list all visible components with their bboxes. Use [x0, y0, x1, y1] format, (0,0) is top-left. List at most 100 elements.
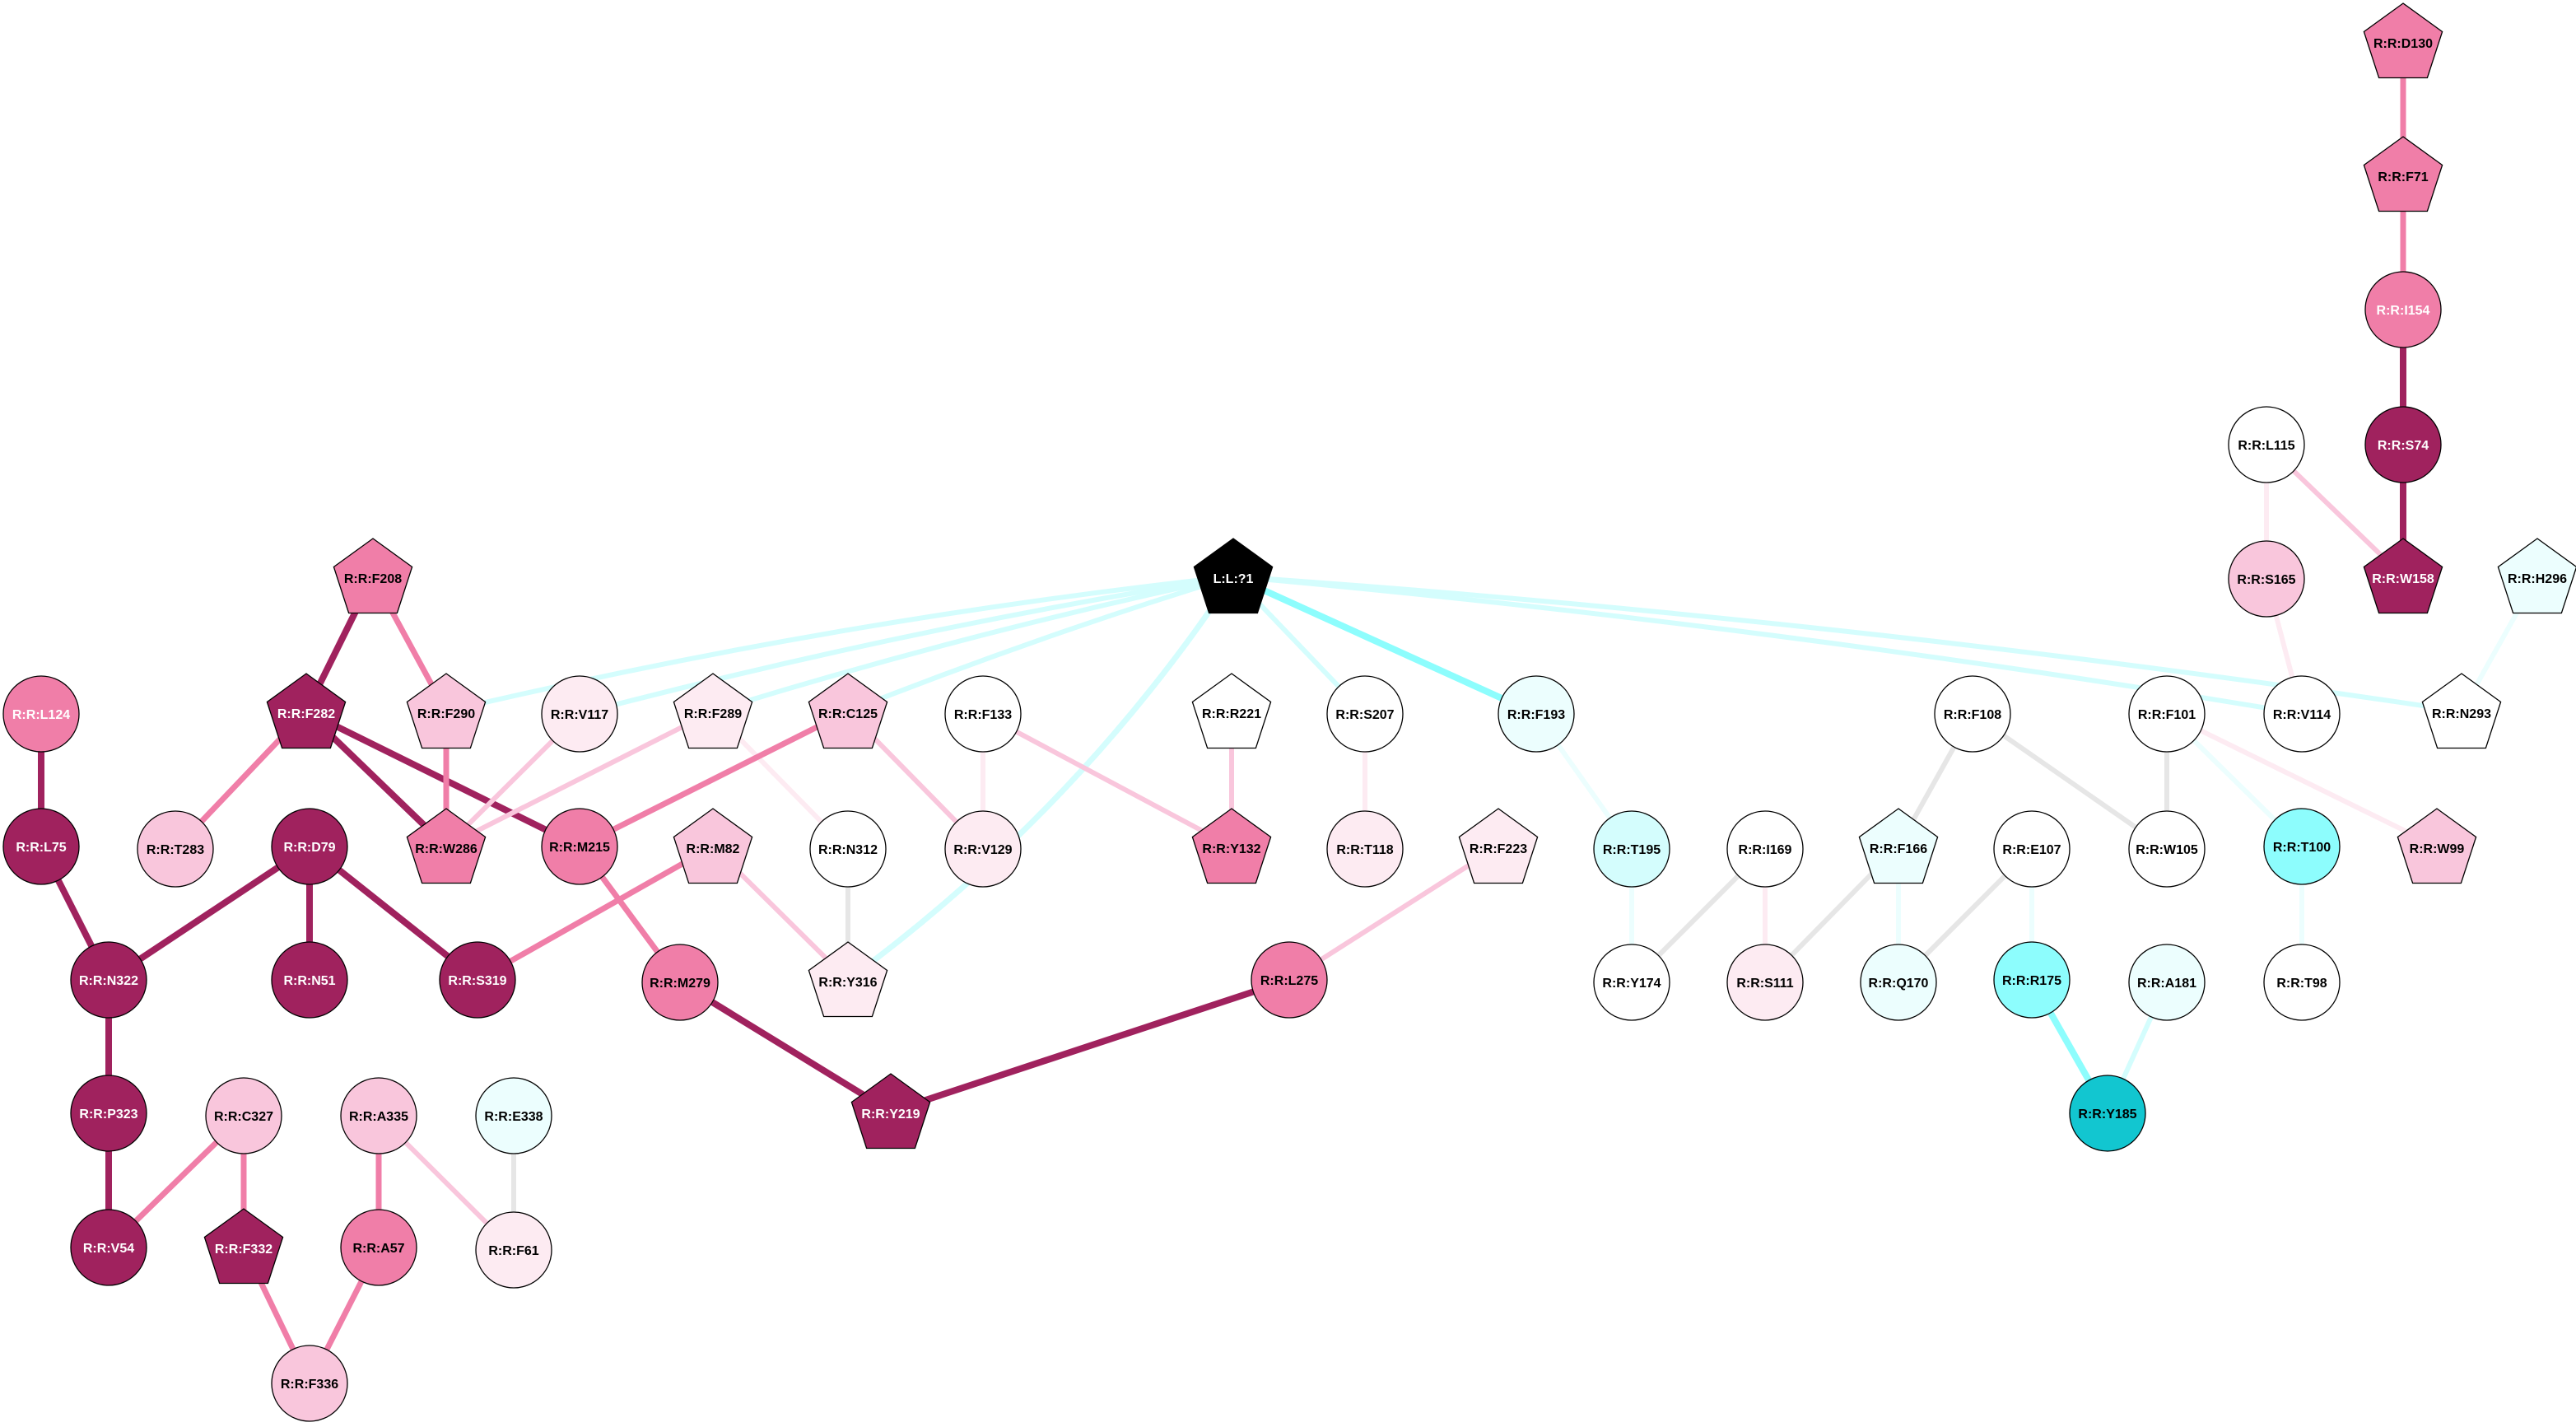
node-pentagon — [673, 673, 753, 749]
node-r-r-f289[interactable]: R:R:F289 — [673, 673, 753, 749]
node-r-r-n312[interactable]: R:R:N312 — [809, 810, 887, 888]
node-r-r-t98[interactable]: R:R:T98 — [2263, 944, 2341, 1021]
node-r-r-t195[interactable]: R:R:T195 — [1593, 810, 1670, 888]
node-r-r-y185[interactable]: R:R:Y185 — [2069, 1075, 2146, 1152]
node-r-r-f193[interactable]: R:R:F193 — [1498, 675, 1575, 753]
node-circle — [809, 810, 887, 888]
node-r-r-w99[interactable]: R:R:W99 — [2397, 808, 2477, 884]
node-r-r-v129[interactable]: R:R:V129 — [944, 810, 1022, 888]
node-label: R:R:L275 — [1260, 974, 1318, 988]
node-r-r-f336[interactable]: R:R:F336 — [271, 1345, 348, 1422]
node-r-r-p323[interactable]: R:R:P323 — [70, 1075, 147, 1152]
node-r-r-y174[interactable]: R:R:Y174 — [1593, 944, 1670, 1021]
node-r-r-c327[interactable]: R:R:C327 — [205, 1077, 282, 1154]
node-pentagon — [333, 538, 413, 614]
node-r-r-v54[interactable]: R:R:V54 — [70, 1209, 147, 1286]
node-pentagon — [1458, 808, 1539, 884]
node-circle — [340, 1209, 417, 1286]
node-label: R:R:N312 — [818, 843, 878, 857]
node-r-r-e338[interactable]: R:R:E338 — [475, 1077, 552, 1154]
node-circle — [475, 1211, 552, 1289]
node-r-r-l124[interactable]: R:R:L124 — [2, 675, 80, 753]
node-r-r-t118[interactable]: R:R:T118 — [1326, 810, 1404, 888]
node-r-r-w105[interactable]: R:R:W105 — [2128, 810, 2206, 888]
node-label: R:R:N322 — [79, 974, 138, 988]
node-r-r-f101[interactable]: R:R:F101 — [2128, 675, 2206, 753]
node-r-r-e107[interactable]: R:R:E107 — [1993, 810, 2071, 888]
node-label: R:R:H296 — [2508, 572, 2567, 586]
node-r-r-f166[interactable]: R:R:F166 — [1858, 808, 1939, 884]
node-l-l-1[interactable]: L:L:?1 — [1193, 538, 1274, 614]
edge-r-r-c125-r-r-m215 — [576, 708, 851, 850]
node-label: R:R:V129 — [953, 843, 1012, 857]
node-r-r-s207[interactable]: R:R:S207 — [1326, 675, 1404, 753]
node-r-r-y132[interactable]: R:R:Y132 — [1191, 808, 1272, 884]
node-r-r-l115[interactable]: R:R:L115 — [2228, 406, 2305, 483]
node-circle — [70, 1209, 147, 1286]
node-r-r-f71[interactable]: R:R:F71 — [2363, 136, 2443, 212]
node-r-r-d79[interactable]: R:R:D79 — [271, 808, 348, 885]
node-r-r-a335[interactable]: R:R:A335 — [340, 1077, 417, 1154]
node-r-r-s111[interactable]: R:R:S111 — [1726, 944, 1804, 1021]
node-r-r-y316[interactable]: R:R:Y316 — [808, 941, 888, 1018]
node-r-r-n51[interactable]: R:R:N51 — [271, 941, 348, 1019]
node-label: R:R:C327 — [214, 1110, 273, 1124]
node-r-r-q170[interactable]: R:R:Q170 — [1860, 944, 1937, 1021]
node-r-r-d130[interactable]: R:R:D130 — [2363, 2, 2443, 79]
node-pentagon — [1191, 808, 1272, 884]
node-r-r-f282[interactable]: R:R:F282 — [266, 673, 347, 749]
node-pentagon — [2397, 808, 2477, 884]
node-r-r-y219[interactable]: R:R:Y219 — [850, 1073, 931, 1150]
node-circle — [1593, 944, 1670, 1021]
node-r-r-v117[interactable]: R:R:V117 — [541, 675, 618, 753]
node-r-r-r221[interactable]: R:R:R221 — [1191, 673, 1272, 749]
node-r-r-n293[interactable]: R:R:N293 — [2421, 673, 2502, 749]
node-r-r-f332[interactable]: R:R:F332 — [203, 1208, 284, 1285]
node-label: R:R:V117 — [551, 708, 608, 722]
node-r-r-v114[interactable]: R:R:V114 — [2263, 675, 2341, 753]
node-label: R:R:D130 — [2373, 37, 2433, 51]
node-r-r-w158[interactable]: R:R:W158 — [2363, 538, 2443, 614]
node-r-r-m82[interactable]: R:R:M82 — [673, 808, 753, 884]
node-r-r-f133[interactable]: R:R:F133 — [944, 675, 1022, 753]
node-r-r-n322[interactable]: R:R:N322 — [70, 941, 147, 1019]
node-r-r-l75[interactable]: R:R:L75 — [2, 808, 80, 885]
node-r-r-f223[interactable]: R:R:F223 — [1458, 808, 1539, 884]
node-circle — [1860, 944, 1937, 1021]
node-r-r-t100[interactable]: R:R:T100 — [2263, 808, 2341, 885]
node-r-r-a57[interactable]: R:R:A57 — [340, 1209, 417, 1286]
node-circle — [541, 808, 618, 885]
node-r-r-f290[interactable]: R:R:F290 — [406, 673, 487, 749]
node-label: R:R:M215 — [549, 841, 610, 855]
node-r-r-h296[interactable]: R:R:H296 — [2497, 538, 2576, 614]
edge-r-r-f223-r-r-l275 — [1287, 844, 1501, 982]
node-label: R:R:F193 — [1507, 708, 1565, 722]
node-r-r-i169[interactable]: R:R:I169 — [1726, 810, 1804, 888]
node-r-r-m279[interactable]: R:R:M279 — [641, 944, 719, 1021]
node-pentagon — [808, 941, 888, 1018]
node-r-r-m215[interactable]: R:R:M215 — [541, 808, 618, 885]
edge-r-r-f133-r-r-y132 — [981, 711, 1234, 849]
node-pentagon — [850, 1073, 931, 1150]
node-pentagon — [808, 673, 888, 749]
node-r-r-r175[interactable]: R:R:R175 — [1993, 941, 2071, 1019]
node-r-r-i154[interactable]: R:R:I154 — [2364, 271, 2442, 348]
node-r-r-s165[interactable]: R:R:S165 — [2228, 540, 2305, 618]
node-r-r-w286[interactable]: R:R:W286 — [406, 808, 487, 884]
node-r-r-f208[interactable]: R:R:F208 — [333, 538, 413, 614]
node-r-r-f108[interactable]: R:R:F108 — [1934, 675, 2011, 753]
node-label: R:R:A335 — [349, 1110, 408, 1124]
node-r-r-s319[interactable]: R:R:S319 — [439, 941, 516, 1019]
node-r-r-l275[interactable]: R:R:L275 — [1251, 941, 1328, 1019]
node-r-r-f61[interactable]: R:R:F61 — [475, 1211, 552, 1289]
node-r-r-t283[interactable]: R:R:T283 — [137, 810, 214, 888]
node-label: L:L:?1 — [1213, 572, 1254, 586]
node-r-r-a181[interactable]: R:R:A181 — [2128, 944, 2206, 1021]
node-label: R:R:F336 — [281, 1378, 338, 1392]
node-r-r-s74[interactable]: R:R:S74 — [2364, 406, 2442, 483]
node-label: R:R:T195 — [1603, 843, 1661, 857]
node-r-r-c125[interactable]: R:R:C125 — [808, 673, 888, 749]
node-pentagon — [2363, 136, 2443, 212]
node-label: R:R:F166 — [1870, 842, 1927, 856]
node-label: R:R:F208 — [344, 572, 402, 586]
